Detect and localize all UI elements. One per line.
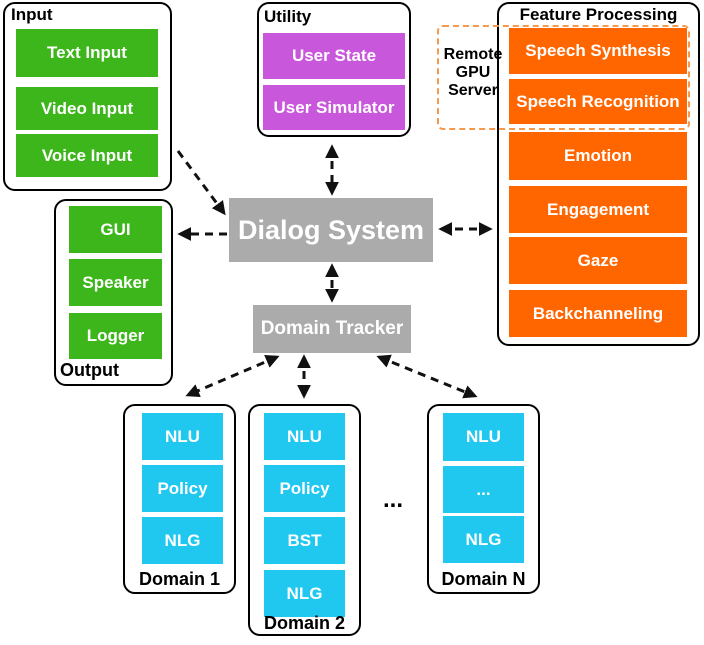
domain2-label: Domain 2 [263, 613, 346, 633]
arrow-tracker-domainN [376, 354, 478, 399]
domain2-nlu-node: NLU [264, 413, 345, 460]
domain-tracker-node: Domain Tracker [253, 305, 411, 353]
remote-gpu-server-zone [437, 25, 690, 130]
logger-node: Logger [69, 313, 162, 359]
domain1-policy-node: Policy [142, 465, 223, 512]
domain2-policy-node: Policy [264, 465, 345, 512]
emotion-node: Emotion [509, 132, 687, 180]
domainN-nlu-node: NLU [443, 413, 524, 461]
domain1-nlu-node: NLU [142, 413, 223, 460]
backchanneling-node: Backchanneling [509, 290, 687, 337]
utility-group-label: Utility [264, 7, 312, 26]
speech-recognition-node: Speech Recognition [509, 79, 687, 124]
gaze-node: Gaze [509, 237, 687, 284]
speech-synthesis-node: Speech Synthesis [509, 28, 687, 74]
arrow-input-to-dialog [176, 150, 226, 216]
feature-processing-label: Feature Processing [519, 5, 678, 24]
text-input-node: Text Input [16, 29, 158, 77]
domainN-nlg-node: NLG [443, 516, 524, 563]
arrow-tracker-domain1 [185, 354, 280, 398]
dialog-system-node: Dialog System [229, 198, 433, 262]
domainN-label: Domain N [441, 569, 526, 589]
video-input-node: Video Input [16, 87, 158, 130]
voice-input-node: Voice Input [16, 134, 158, 177]
user-state-node: User State [263, 33, 405, 79]
domainN-ellipsis-node: ... [443, 466, 524, 513]
user-simulator-node: User Simulator [263, 85, 405, 130]
engagement-node: Engagement [509, 186, 687, 233]
gui-node: GUI [69, 206, 162, 253]
output-group-label: Output [60, 360, 119, 380]
remote-gpu-server-label: Remote GPU Server [443, 46, 503, 99]
domain1-nlg-node: NLG [142, 517, 223, 564]
domains-ellipsis: ... [382, 486, 403, 513]
domain2-bst-node: BST [264, 517, 345, 564]
domain1-label: Domain 1 [138, 569, 221, 589]
domain2-nlg-node: NLG [264, 570, 345, 617]
input-group-label: Input [11, 5, 53, 24]
speaker-node: Speaker [69, 259, 162, 306]
